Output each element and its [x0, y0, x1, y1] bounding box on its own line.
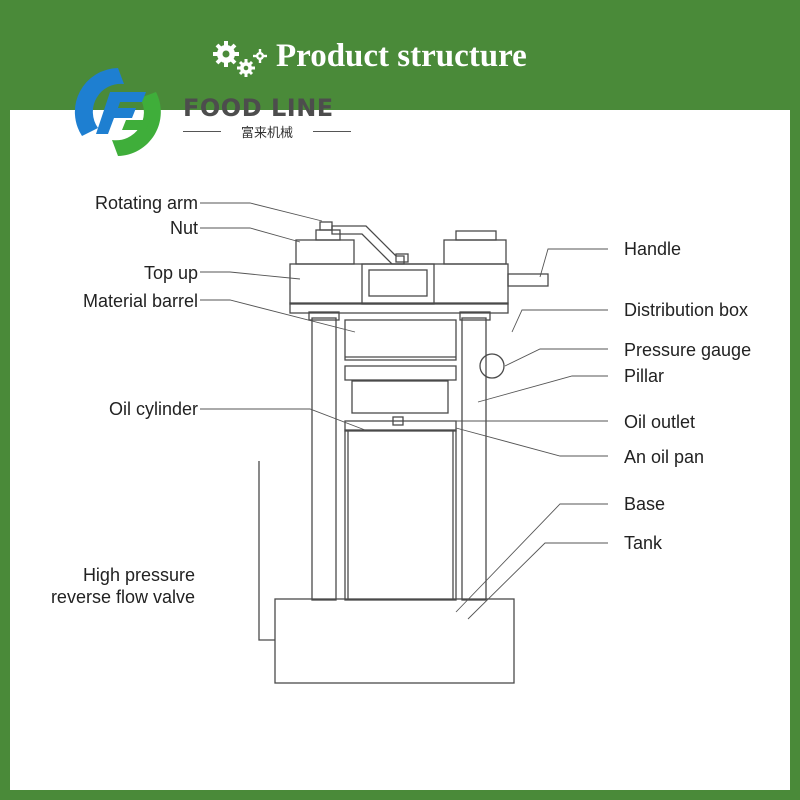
label-pressure-gauge: Pressure gauge: [624, 340, 752, 360]
brand-name: FOOD LINE: [183, 94, 334, 122]
pressure-gauge-shape: [479, 353, 505, 379]
oil-pan-shape: [344, 420, 457, 432]
food-line-logo-icon: [74, 68, 161, 156]
pillar-left: [311, 317, 337, 601]
handle-shape: [507, 273, 549, 287]
pillar-right: [461, 317, 487, 601]
label-tank: Tank: [624, 533, 663, 553]
page-title: Product structure: [276, 38, 527, 74]
label-oil-cylinder: Oil cylinder: [108, 399, 198, 419]
label-pillar: Pillar: [624, 366, 665, 386]
label-valve-line2: reverse flow valve: [50, 587, 195, 607]
tank-shape: [274, 598, 515, 684]
gears-icon: [213, 41, 267, 77]
diagram-panel: [10, 110, 790, 790]
label-rotating-arm: Rotating arm: [94, 193, 198, 213]
oil-cylinder-body: [344, 429, 457, 601]
label-oil-outlet: Oil outlet: [624, 412, 696, 432]
label-handle: Handle: [624, 239, 682, 259]
label-base: Base: [624, 494, 666, 514]
oil-outlet-shape: [392, 416, 404, 426]
label-oil-pan: An oil pan: [624, 447, 705, 467]
label-top-up: Top up: [143, 263, 198, 283]
brand-subtitle: 富来机械: [183, 122, 351, 141]
label-valve-line1: High pressure: [82, 565, 195, 585]
material-barrel-shape: [344, 319, 457, 361]
rotating-arm-shape: [331, 225, 405, 265]
nut-shape: [295, 239, 355, 265]
label-nut: Nut: [169, 218, 198, 238]
label-material-barrel: Material barrel: [82, 291, 198, 311]
label-distribution-box: Distribution box: [624, 300, 749, 320]
